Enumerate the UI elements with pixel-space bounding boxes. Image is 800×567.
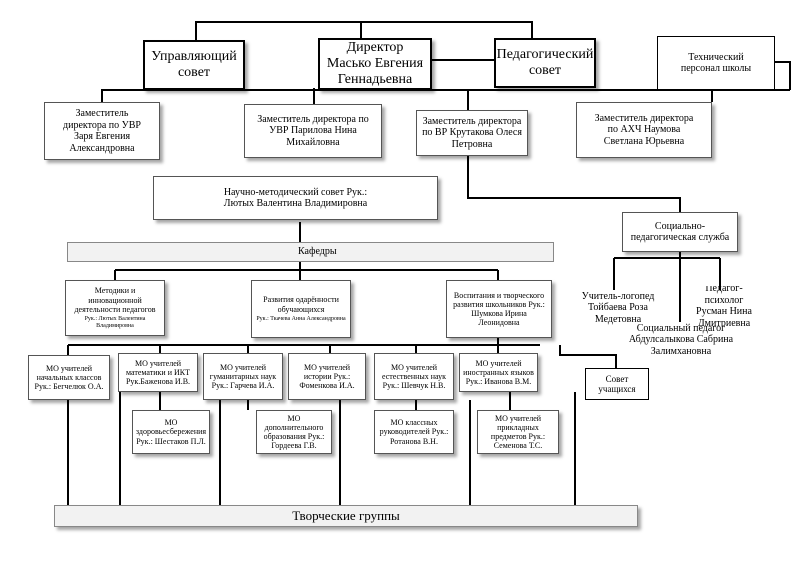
kafedry-bar: Кафедры bbox=[67, 242, 554, 262]
kafedry-label: Кафедры bbox=[298, 246, 337, 258]
department-upbringing-label: Воспитания и творческого развития школьн… bbox=[453, 290, 545, 328]
social-service-label: Социально-педагогическая служба bbox=[630, 220, 730, 244]
mo-label: МО учителей гуманитарных наук Рук.: Гарч… bbox=[209, 362, 277, 391]
deputy-uvr2-box: Заместитель директора по УВР Парилова Ни… bbox=[244, 104, 382, 158]
mo-label: МО здоровьесбережения Рук.: Шестаков П.Л… bbox=[135, 418, 207, 446]
mo-label: МО дополнительного образования Рук.: Гор… bbox=[263, 413, 325, 451]
department-methods-box: Методики и инновационной деятельности пе… bbox=[65, 280, 165, 336]
mo-label: МО учителей естественных наук Рук.: Шевч… bbox=[381, 362, 447, 391]
department-methods-label: Методики и инновационной деятельности пе… bbox=[74, 286, 156, 314]
mo-label: МО классных руководителей Рук.: Ротанова… bbox=[379, 418, 449, 446]
mo-box: МО дополнительного образования Рук.: Гор… bbox=[256, 410, 332, 454]
department-methods-head: Рук.: Лютых Валентина Владимировна bbox=[84, 315, 146, 329]
pedagogical-council-box: Педагогический совет bbox=[494, 38, 596, 88]
director-label: Директор Масько Евгения Геннадьевна bbox=[326, 39, 424, 88]
director-box: Директор Масько Евгения Геннадьевна bbox=[318, 38, 432, 90]
governing-council-label: Управляющий совет bbox=[151, 48, 237, 80]
deputy-uvr2-label: Заместитель директора по УВР Парилова Ни… bbox=[257, 113, 369, 148]
mo-box: МО учителей начальных классов Рук.: Бегч… bbox=[28, 355, 110, 400]
social-pedagogue-label: Социальный педагог Абдулсалыкова Сабрина… bbox=[628, 322, 734, 357]
deputy-uvr1-box: Заместитель директора по УВР Заря Евгени… bbox=[44, 102, 160, 160]
governing-council-box: Управляющий совет bbox=[143, 40, 245, 90]
mo-box: МО учителей математики и ИКТ Рук.Баженов… bbox=[118, 353, 198, 392]
technical-staff-label: Технический персонал школы bbox=[680, 51, 752, 75]
mo-label: МО учителей прикладных предметов Рук.: С… bbox=[490, 413, 546, 451]
mo-label: МО учителей иностранных языков Рук.: Ива… bbox=[463, 358, 534, 387]
speech-therapist-label: Учитель-логопед Тойбаева Роза Медетовна bbox=[581, 290, 655, 325]
student-council-label: Совет учащихся bbox=[598, 373, 636, 394]
pedagogical-council-label: Педагогический совет bbox=[496, 46, 594, 78]
speech-therapist-box: Учитель-логопед Тойбаева Роза Медетовна bbox=[580, 288, 656, 328]
social-service-box: Социально-педагогическая служба bbox=[622, 212, 738, 252]
department-upbringing-box: Воспитания и творческого развития школьн… bbox=[446, 280, 552, 338]
mo-box: МО учителей истории Рук.: Фоменкова И.А. bbox=[288, 353, 366, 400]
department-gifted-label: Развития одарённости обучающихся bbox=[263, 295, 339, 314]
mo-label: МО учителей начальных классов Рук.: Бегч… bbox=[34, 363, 104, 392]
mo-box: МО учителей иностранных языков Рук.: Ива… bbox=[459, 353, 538, 392]
deputy-uvr1-label: Заместитель директора по УВР Заря Евгени… bbox=[63, 108, 141, 154]
mo-box: МО учителей естественных наук Рук.: Шевч… bbox=[374, 353, 454, 400]
social-pedagogue-box: Социальный педагог Абдулсалыкова Сабрина… bbox=[622, 320, 740, 360]
psychologist-label: Педагог- психолог Русман Нина Дмитриевна bbox=[696, 286, 752, 326]
deputy-ahch-box: Заместитель директора по АХЧ Наумова Све… bbox=[576, 102, 712, 158]
mo-box: МО классных руководителей Рук.: Ротанова… bbox=[374, 410, 454, 454]
deputy-vr-label: Заместитель директора по ВР Крутакова Ол… bbox=[422, 115, 522, 150]
method-council-label: Научно-методический совет Рук.: Лютых Ва… bbox=[223, 186, 368, 210]
deputy-vr-box: Заместитель директора по ВР Крутакова Ол… bbox=[416, 110, 528, 156]
psychologist-box: Педагог- психолог Русман Нина Дмитриевна bbox=[688, 286, 760, 326]
mo-box: МО учителей прикладных предметов Рук.: С… bbox=[477, 410, 559, 454]
department-gifted-head: Рук.: Ткачева Анна Александровна bbox=[256, 315, 346, 322]
method-council-box: Научно-методический совет Рук.: Лютых Ва… bbox=[153, 176, 438, 220]
department-gifted-box: Развития одарённости обучающихся Рук.: Т… bbox=[251, 280, 351, 338]
mo-box: МО учителей гуманитарных наук Рук.: Гарч… bbox=[203, 353, 283, 400]
mo-label: МО учителей истории Рук.: Фоменкова И.А. bbox=[299, 362, 355, 391]
deputy-ahch-label: Заместитель директора по АХЧ Наумова Све… bbox=[594, 112, 694, 147]
mo-box: МО здоровьесбережения Рук.: Шестаков П.Л… bbox=[132, 410, 210, 454]
creative-groups-bar: Творческие группы bbox=[54, 505, 638, 527]
creative-groups-label: Творческие группы bbox=[292, 507, 400, 523]
technical-staff-box: Технический персонал школы bbox=[657, 36, 775, 90]
mo-label: МО учителей математики и ИКТ Рук.Баженов… bbox=[125, 358, 191, 387]
student-council-box: Совет учащихся bbox=[585, 368, 649, 400]
